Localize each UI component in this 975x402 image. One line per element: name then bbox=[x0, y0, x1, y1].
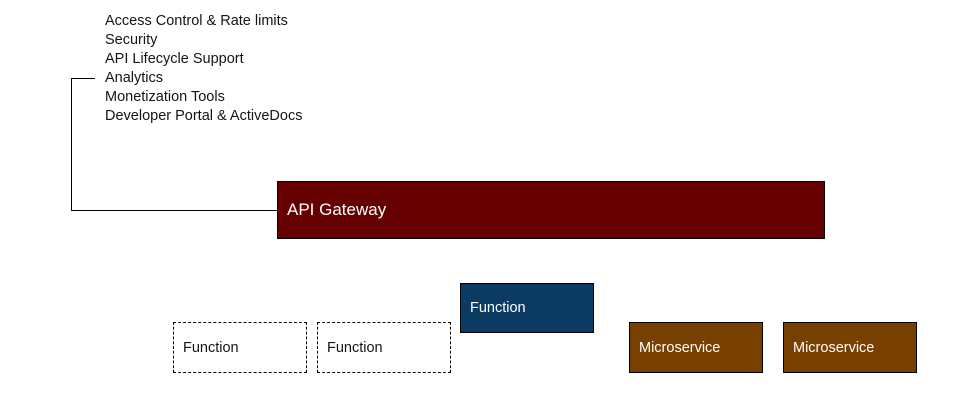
function-box-inactive: Function bbox=[317, 322, 451, 373]
bracket-top-tick bbox=[71, 78, 95, 79]
microservice-label: Microservice bbox=[793, 339, 875, 356]
bracket-vertical-line bbox=[71, 78, 72, 211]
feature-item: Developer Portal & ActiveDocs bbox=[105, 108, 303, 124]
api-gateway-box: API Gateway bbox=[277, 181, 825, 239]
microservice-box: Microservice bbox=[629, 322, 763, 373]
function-label: Function bbox=[327, 339, 383, 356]
function-label: Function bbox=[183, 339, 239, 356]
feature-item: API Lifecycle Support bbox=[105, 51, 244, 67]
function-box-active: Function bbox=[460, 283, 594, 333]
bracket-connector-line bbox=[71, 210, 277, 211]
microservice-box: Microservice bbox=[783, 322, 917, 373]
gateway-features-list: Access Control & Rate limits Security AP… bbox=[105, 12, 302, 126]
feature-item: Access Control & Rate limits bbox=[105, 13, 288, 29]
feature-item: Analytics bbox=[105, 70, 164, 86]
feature-item: Security bbox=[105, 32, 158, 48]
microservice-label: Microservice bbox=[639, 339, 721, 356]
function-box-inactive: Function bbox=[173, 322, 307, 373]
api-gateway-label: API Gateway bbox=[287, 200, 387, 219]
feature-item: Monetization Tools bbox=[105, 89, 225, 105]
function-label: Function bbox=[470, 300, 526, 316]
